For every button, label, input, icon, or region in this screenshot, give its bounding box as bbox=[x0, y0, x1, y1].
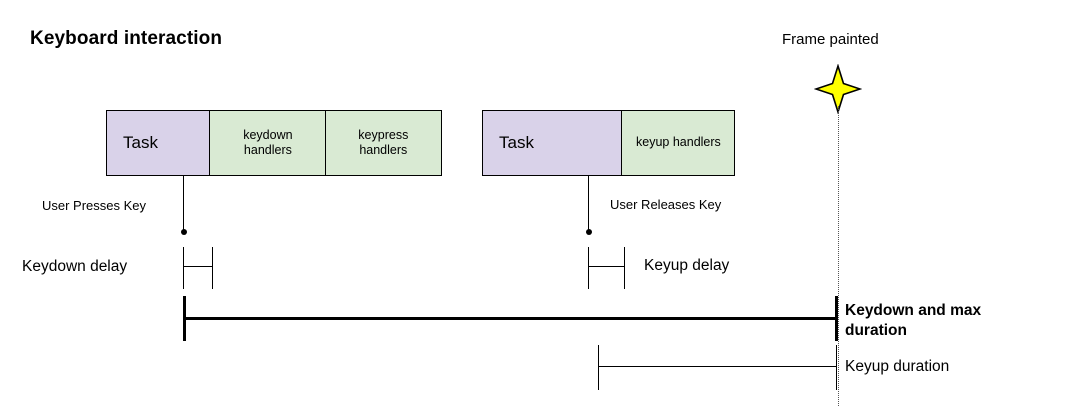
keypress-handlers-box: keypress handlers bbox=[324, 110, 442, 176]
user-releases-key-label: User Releases Key bbox=[610, 197, 722, 212]
keydown-handlers-box: keydown handlers bbox=[209, 110, 327, 176]
keyup-duration-label: Keyup duration bbox=[845, 358, 950, 375]
keyup-delay-tick-left bbox=[588, 247, 590, 289]
task-group-keydown: Task keydown handlers keypress handlers bbox=[106, 110, 442, 176]
task-group-keyup: Task keyup handlers bbox=[482, 110, 736, 176]
frame-painted-guide-line bbox=[838, 106, 839, 406]
keydown-handlers-line2: handlers bbox=[243, 143, 292, 157]
keypress-handlers-line2: handlers bbox=[359, 143, 408, 157]
user-presses-key-label: User Presses Key bbox=[42, 198, 147, 213]
keyup-duration-tick-right bbox=[836, 345, 838, 390]
keydown-leader-line bbox=[183, 176, 185, 232]
keydown-handlers-line1: keydown bbox=[243, 127, 293, 142]
task-box-2: Task bbox=[482, 110, 623, 176]
frame-painted-label: Frame painted bbox=[782, 31, 879, 48]
keyup-duration-tick-left bbox=[598, 345, 600, 390]
keyup-delay-span bbox=[588, 266, 625, 268]
keyup-delay-label: Keyup delay bbox=[644, 257, 730, 274]
task-box-1: Task bbox=[106, 110, 211, 176]
keyup-leader-line bbox=[588, 176, 590, 232]
keydown-delay-tick-left bbox=[183, 247, 185, 289]
keydown-max-duration-label: Keydown and max duration bbox=[845, 302, 982, 339]
keydown-max-duration-span bbox=[183, 317, 838, 320]
keydown-delay-tick-right bbox=[212, 247, 214, 289]
keydown-delay-span bbox=[183, 266, 213, 268]
page-title: Keyboard interaction bbox=[30, 28, 223, 49]
keyup-delay-tick-right bbox=[624, 247, 626, 289]
keypress-handlers-line1: keypress bbox=[358, 127, 409, 142]
keyup-handlers-box: keyup handlers bbox=[621, 110, 736, 176]
keyup-event-dot bbox=[585, 229, 592, 235]
keydown-event-dot bbox=[180, 229, 187, 235]
keydown-delay-label: Keydown delay bbox=[22, 258, 128, 275]
keyup-duration-span bbox=[598, 366, 837, 368]
